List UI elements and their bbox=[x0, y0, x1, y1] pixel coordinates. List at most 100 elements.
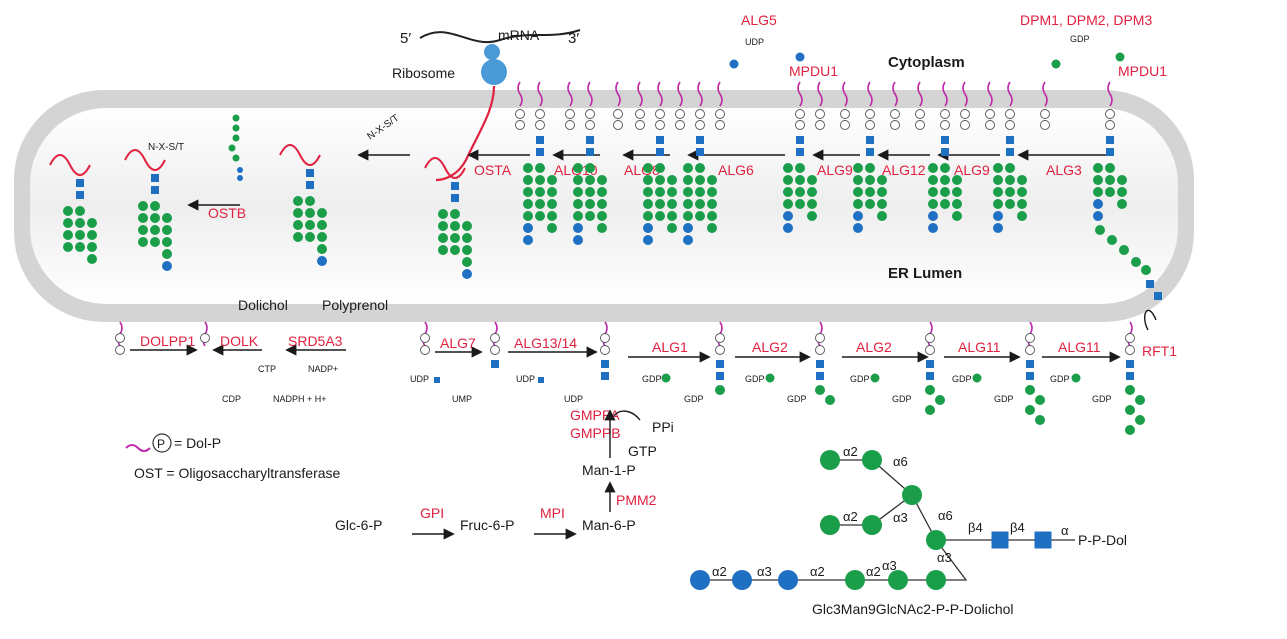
mannose-circle bbox=[150, 201, 160, 211]
mannose-circle bbox=[853, 187, 863, 197]
linkage-label: α2 bbox=[843, 444, 858, 459]
mannose-circle bbox=[1117, 199, 1127, 209]
dolichol-tail bbox=[867, 81, 873, 107]
cytoplasm-glycan-structures bbox=[115, 321, 1145, 435]
phosphate-circle bbox=[815, 333, 825, 343]
glcnac-residue bbox=[991, 531, 1009, 549]
phosphate-circle bbox=[613, 120, 623, 130]
mannose-residue bbox=[845, 570, 865, 590]
mannose-circle bbox=[952, 211, 962, 221]
cofactor-cdp: CDP bbox=[222, 394, 241, 404]
mannose-circle bbox=[925, 405, 935, 415]
mannose-circle bbox=[667, 175, 677, 185]
mannose-circle bbox=[87, 242, 97, 252]
protein-chain bbox=[124, 149, 166, 171]
enzyme-alg3: ALG3 bbox=[1046, 162, 1082, 178]
mannose-circle bbox=[683, 211, 693, 221]
mannose-circle bbox=[877, 211, 887, 221]
mannose-circle bbox=[438, 209, 448, 219]
phosphate-circle bbox=[613, 109, 623, 119]
mannose-residue bbox=[926, 570, 946, 590]
mannose-circle bbox=[75, 218, 85, 228]
mannose-circle bbox=[1135, 415, 1145, 425]
phosphate-circle bbox=[940, 109, 950, 119]
mannose-circle bbox=[815, 385, 825, 395]
mannose-residue bbox=[926, 530, 946, 550]
glucose-circle bbox=[643, 223, 653, 233]
mannose-circle bbox=[807, 211, 817, 221]
enzyme-alg7: ALG7 bbox=[440, 335, 476, 351]
p-p-dol-label: P-P-Dol bbox=[1078, 532, 1127, 548]
cofactor-gdp-alg2b-in: GDP bbox=[850, 374, 870, 384]
mannose-circle bbox=[1035, 395, 1045, 405]
mannose-circle bbox=[162, 237, 172, 247]
phosphate-circle bbox=[985, 120, 995, 130]
cofactor-ump: UMP bbox=[452, 394, 472, 404]
linkage-label: α2 bbox=[866, 564, 881, 579]
mannose-circle bbox=[853, 199, 863, 209]
glucose-circle bbox=[993, 211, 1003, 221]
glcnac-square bbox=[601, 372, 609, 380]
phosphate-circle bbox=[565, 120, 575, 130]
mannose-circle bbox=[1093, 187, 1103, 197]
mannose-circle bbox=[547, 175, 557, 185]
glcnac-square bbox=[536, 136, 544, 144]
mannose-circle bbox=[317, 208, 327, 218]
mannose-residue bbox=[888, 570, 908, 590]
glcnac-square bbox=[866, 136, 874, 144]
phosphate-circle bbox=[695, 109, 705, 119]
glucose-circle bbox=[928, 211, 938, 221]
cofactor-ppi: PPi bbox=[652, 419, 674, 435]
mannose-circle bbox=[1017, 211, 1027, 221]
phosphate-circle bbox=[925, 333, 935, 343]
glcnac-square bbox=[716, 372, 724, 380]
glcnac-square bbox=[1126, 360, 1134, 368]
three-prime-label: 3′ bbox=[568, 30, 579, 47]
glcnac-square bbox=[434, 377, 440, 383]
mannose-circle bbox=[573, 163, 583, 173]
cytoplasm-reaction-arrows bbox=[130, 309, 1157, 363]
mannose-circle bbox=[523, 163, 533, 173]
cofactor-nadph: NADPH + H+ bbox=[273, 394, 327, 404]
mannose-circle bbox=[547, 211, 557, 221]
phosphate-circle bbox=[915, 120, 925, 130]
mannose-circle bbox=[523, 175, 533, 185]
mannose-circle bbox=[305, 232, 315, 242]
dolichol-tail bbox=[615, 81, 621, 107]
phosphate-legend-circle bbox=[152, 433, 172, 453]
cofactor-gdp-top: GDP bbox=[1070, 34, 1090, 44]
mannose-circle bbox=[585, 211, 595, 221]
metabolite-fruc6p: Fruc-6-P bbox=[460, 517, 514, 533]
mannose-circle bbox=[928, 163, 938, 173]
mannose-carrier bbox=[1115, 52, 1125, 62]
cofactor-gdp-alg11b-out: GDP bbox=[1092, 394, 1112, 404]
mannose-circle bbox=[928, 175, 938, 185]
mannose-circle bbox=[597, 211, 607, 221]
glcnac-square bbox=[1006, 136, 1014, 144]
mannose-circle bbox=[643, 175, 653, 185]
dolichol-label: Dolichol bbox=[238, 297, 288, 313]
mannose-circle bbox=[228, 144, 236, 152]
mannose-circle bbox=[585, 199, 595, 209]
mannose-circle bbox=[870, 373, 880, 383]
dolichol-tail bbox=[1107, 81, 1113, 107]
phosphate-circle bbox=[960, 120, 970, 130]
dolichol-tail bbox=[587, 81, 593, 107]
phosphate-circle bbox=[420, 345, 430, 355]
glcnac-square bbox=[586, 148, 594, 156]
mannose-circle bbox=[807, 199, 817, 209]
phosphate-circle bbox=[715, 345, 725, 355]
mannose-circle bbox=[1005, 163, 1015, 173]
enzyme-alg11-a: ALG11 bbox=[958, 339, 1001, 355]
phosphate-circle bbox=[675, 120, 685, 130]
phosphate-circle bbox=[815, 120, 825, 130]
enzyme-mpdu1-b: MPDU1 bbox=[1118, 63, 1167, 79]
mannose-circle bbox=[1017, 199, 1027, 209]
cofactor-gdp-alg11a-in: GDP bbox=[952, 374, 972, 384]
phosphate-circle bbox=[515, 120, 525, 130]
mannose-circle bbox=[162, 225, 172, 235]
phosphate-circle bbox=[635, 120, 645, 130]
phosphate-circle bbox=[890, 109, 900, 119]
mannose-circle bbox=[707, 187, 717, 197]
cofactor-ctp: CTP bbox=[258, 364, 276, 374]
